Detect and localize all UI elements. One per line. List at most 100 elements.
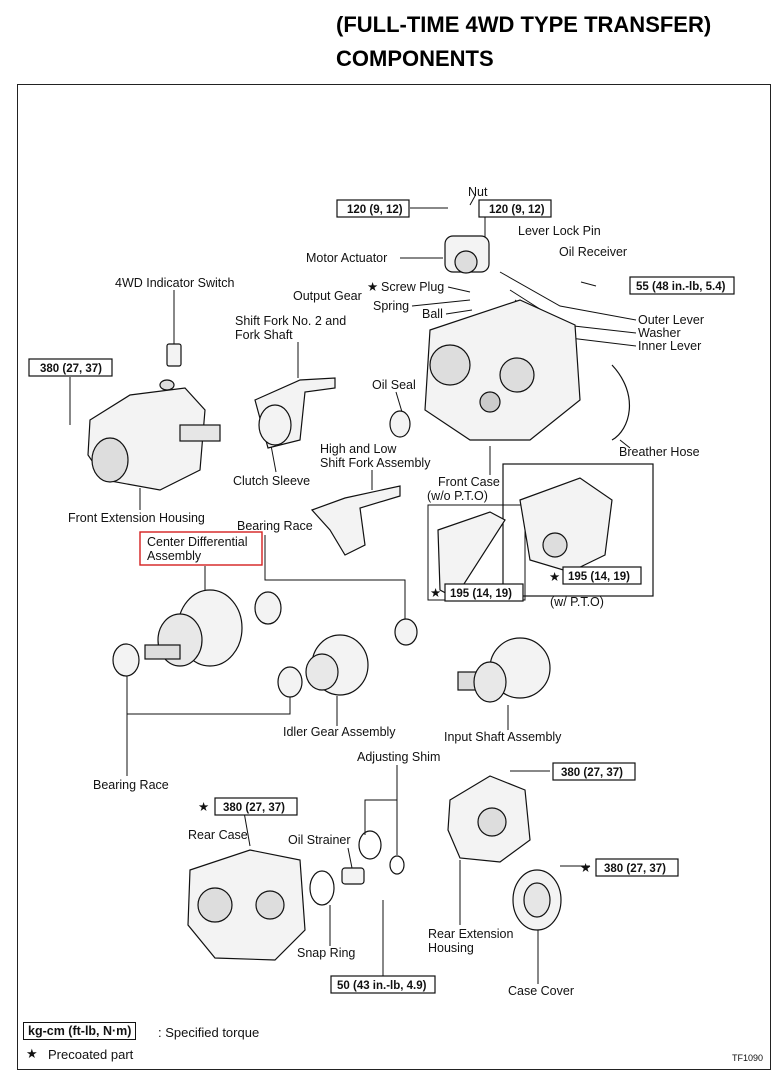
label-bearing-race-bottom: Bearing Race [93,778,169,792]
motor-actuator-part [444,235,490,274]
label-output-gear: Output Gear [293,289,362,303]
clutch-sleeve-part [258,404,292,446]
front-case-part [424,299,581,441]
adjusting-shim-a-part [358,830,382,860]
torque-box-rear-cover [595,858,679,877]
rear-case-part [187,849,306,961]
case-cover-part [512,869,562,931]
star-screw-plug: ★ [367,280,378,294]
adjusting-shim-b-part [389,855,405,875]
diagram-frame [17,84,771,1070]
leader-adjusting-shim [364,765,398,835]
page-title: (FULL-TIME 4WD TYPE TRANSFER) [336,12,712,37]
leader-oil-strainer [347,847,353,869]
label-breather-hose: Breather Hose [619,445,700,459]
leader-outer-lever [499,271,637,321]
front-extension-housing-part [87,387,221,491]
label-adjusting-shim: Adjusting Shim [357,750,440,764]
leader-ball [445,309,473,315]
torque-box-w-pto [562,566,642,585]
figure-code: TF1090 [732,1053,764,1063]
legend-star-icon: ★ [26,1046,38,1061]
wo-pto-cover-part [437,511,506,599]
label-outer-lever: Outer Lever [638,313,704,327]
w-pto-frame [502,463,654,597]
leader-nut [469,195,476,206]
label-clutch-sleeve: Clutch Sleeve [233,474,310,488]
torque-box-nut-right [478,199,552,218]
label-center-diff-line2: Assembly [147,549,202,563]
torque-box-nut-left [336,199,410,218]
torque-rear-case: 380 (27, 37) [223,802,285,814]
label-wo-pto: (w/o P.T.O) [427,489,488,503]
torque-w-pto: 195 (14, 19) [568,571,630,583]
label-shift-fork-line1: Shift Fork No. 2 and [235,314,346,328]
label-rear-ext-line1: Rear Extension [428,927,514,941]
label-nut: Nut [468,185,488,199]
page-subtitle: COMPONENTS [336,46,494,71]
torque-box-front-ext [28,358,113,377]
torque-box-wo-pto [444,583,524,602]
label-indicator-switch: 4WD Indicator Switch [115,276,235,290]
leader-screw-plug [447,286,471,293]
star-rear-case: ★ [198,800,209,814]
leader-spring [411,299,471,307]
torque-oil-receiver: 55 (48 in.-lb, 5.4) [636,281,726,293]
label-w-pto: (w/ P.T.O) [550,595,604,609]
torque-nut-left: 120 (9, 12) [347,204,403,216]
label-washer: Washer [638,326,681,340]
label-lever-lock-pin: Lever Lock Pin [518,224,601,238]
idler-gear-part [305,634,369,696]
legend-torque-desc: : Specified torque [158,1025,260,1040]
torque-box-rear-ext [552,762,636,781]
legend-torque-unit: kg-cm (ft-lb, N·m) [23,1022,137,1040]
center-differential-part [144,589,243,667]
torque-box-strainer [330,975,436,994]
leader-bearing-race-bottom [126,675,291,715]
w-pto-front-case-part [519,477,613,573]
bearing-race-a-part [254,591,282,625]
label-rear-case: Rear Case [188,828,248,842]
torque-rear-cover: 380 (27, 37) [604,863,666,875]
label-hl-fork-line2: Shift Fork Assembly [320,456,431,470]
label-oil-strainer: Oil Strainer [288,833,351,847]
oil-seal-part [389,410,411,438]
star-rear-cover: ★ [580,861,591,875]
torque-box-rear-case [214,797,298,816]
center-diff-highlight [139,531,263,566]
label-screw-plug: Screw Plug [381,280,444,294]
oil-strainer-part [341,867,365,885]
label-hl-fork-line1: High and Low [320,442,397,456]
snap-ring-part [309,870,335,906]
label-snap-ring: Snap Ring [297,946,355,960]
torque-wo-pto: 195 (14, 19) [450,588,512,600]
label-rear-ext-line2: Housing [428,941,474,955]
label-input-shaft: Input Shaft Assembly [444,730,562,744]
torque-rear-ext: 380 (27, 37) [561,767,623,779]
indicator-switch-part [159,343,182,391]
torque-nut-right: 120 (9, 12) [489,204,545,216]
label-motor-actuator: Motor Actuator [306,251,387,265]
bearing-race-b-part [394,618,418,646]
torque-strainer: 50 (43 in.-lb, 4.9) [337,980,427,992]
leader-oil-seal [395,391,403,413]
star-w-pto: ★ [549,570,560,584]
label-oil-seal: Oil Seal [372,378,416,392]
torque-box-oil-receiver [629,276,735,295]
leader-bearing-race-top [264,535,406,620]
leader-rear-case-bolt [243,811,251,847]
label-ball: Ball [422,307,443,321]
label-bearing-race-top: Bearing Race [237,519,313,533]
bearing-race-c-part [112,643,140,677]
bearing-race-d-part [277,666,303,698]
label-case-cover: Case Cover [508,984,574,998]
rear-extension-housing-part [447,775,531,863]
torque-front-ext: 380 (27, 37) [40,363,102,375]
label-center-diff-line1: Center Differential [147,535,248,549]
label-oil-receiver: Oil Receiver [559,245,627,259]
leader-breather-hose [619,439,631,449]
label-shift-fork-line2: Fork Shaft [235,328,293,342]
high-low-fork-part [310,485,401,556]
breather-hose-part [611,364,630,441]
